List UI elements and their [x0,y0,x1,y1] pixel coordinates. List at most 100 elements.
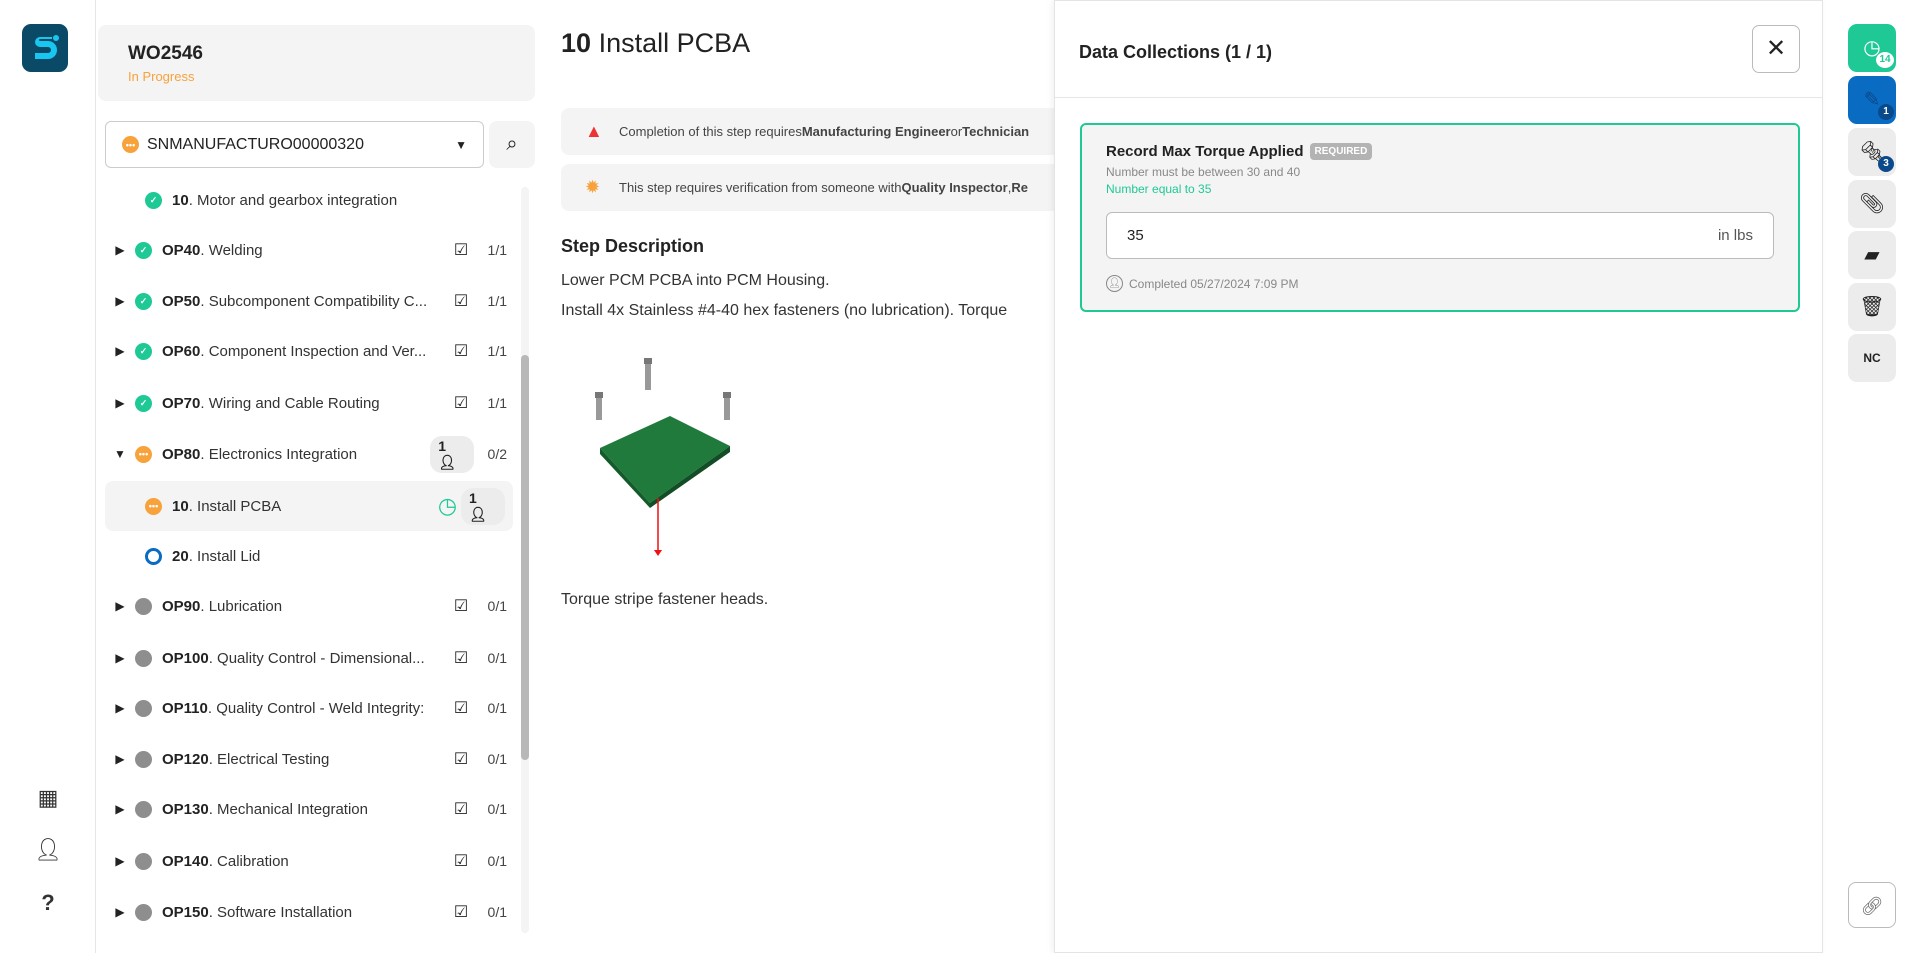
caret-right-icon[interactable]: ▶ [115,599,125,613]
field-label: Record Max Torque Applied [1106,143,1304,160]
attachments-button[interactable]: 📎︎ [1848,180,1896,228]
data-collection-icon: ☑ [453,700,469,717]
verification-alert: ✹ This step requires verification from s… [561,164,1061,211]
in-progress-icon: ••• [122,136,139,153]
caret-right-icon[interactable]: ▶ [115,651,125,665]
step-item[interactable]: ▶OP150. Software Installation☑0/1 [105,887,513,937]
status-pending-icon [135,800,152,818]
status-pending-icon [135,852,152,870]
data-collection-card: Record Max Torque Applied REQUIRED Number… [1080,123,1800,312]
work-order-header: WO2546 In Progress [98,25,535,101]
delete-button[interactable]: 🗑︎ [1848,283,1896,331]
description-line: Install 4x Stainless #4-40 hex fasteners… [561,302,1008,319]
step-progress-count: 0/1 [487,801,507,817]
completed-text: Completed 05/27/2024 7:09 PM [1129,276,1299,291]
panel-title: Data Collections (1 / 1) [1079,42,1273,62]
app-rail: ▦ 👤︎ ? [0,0,96,953]
step-item[interactable]: ▶OP100. Quality Control - Dimensional...… [105,633,513,683]
torque-value: 35 [1127,227,1144,244]
step-label: OP90. Lubrication [162,597,283,615]
data-collection-button[interactable]: ✎1 [1848,76,1896,124]
step-item[interactable]: ▶✓OP70. Wiring and Cable Routing☑1/1 [105,378,513,428]
status-complete-icon: ✓ [145,191,162,209]
status-in-progress-icon: ••• [145,497,162,515]
step-label: OP40. Welding [162,241,263,259]
status-pending-icon [135,750,152,768]
step-label: 10. Motor and gearbox integration [172,191,398,209]
user-avatar-icon: 👤︎ [1106,275,1123,292]
step-label: 20. Install Lid [172,547,261,565]
paperclip-icon: 📎︎ [1859,193,1885,215]
step-label: OP130. Mechanical Integration [162,800,368,818]
step-progress-count: 0/1 [487,904,507,920]
search-button[interactable]: ⌕ [489,121,535,168]
scrollbar-thumb[interactable] [521,355,529,760]
step-item[interactable]: •••10. Install PCBA◷1 👤︎ [105,481,513,531]
chevron-down-icon: ▼ [455,137,467,152]
data-collection-icon: ☑ [453,650,469,667]
caret-right-icon[interactable]: ▶ [115,701,125,715]
assigned-users-badge: 1 👤︎ [430,435,475,473]
user-icon[interactable]: 👤︎ [34,837,62,862]
status-pending-icon [135,699,152,717]
comments-button[interactable]: ▰ [1848,231,1896,279]
assigned-users-badge: 1 👤︎ [461,487,505,525]
step-description-heading: Step Description [561,236,705,256]
status-complete-icon: ✓ [135,342,152,360]
caret-right-icon[interactable]: ▶ [115,752,125,766]
app-logo[interactable] [22,24,68,72]
status-not-started-icon [145,547,162,565]
step-item[interactable]: ▶OP90. Lubrication☑0/1 [105,581,513,631]
data-collection-badge: 1 [1878,104,1894,120]
help-icon[interactable]: ? [41,890,55,915]
step-progress-count: 0/1 [487,853,507,869]
step-item[interactable]: ▶ OP130. Mechanical Integration ☑ 0/1 [105,784,513,834]
trash-icon: 🗑︎ [1859,296,1885,318]
screw-icon: 🔩︎ [1859,141,1885,163]
step-item[interactable]: ▶OP120. Electrical Testing☑0/1 [105,734,513,784]
step-progress-count: 1/1 [487,293,507,309]
caret-right-icon[interactable]: ▶ [115,243,125,257]
step-item[interactable]: ✓ 10. Motor and gearbox integration [105,175,513,225]
tools-button[interactable]: 🔩︎3 [1848,128,1896,176]
serial-select[interactable]: ••• SNMANUFACTURO00000320 ▼ [105,121,484,168]
caret-right-icon[interactable]: ▶ [115,344,125,358]
apps-grid-icon[interactable]: ▦ [37,785,59,810]
step-item[interactable]: ▶✓OP40. Welding☑1/1 [105,225,513,275]
status-in-progress-icon: ••• [135,445,152,463]
close-button[interactable]: ✕ [1752,25,1800,73]
caret-down-icon[interactable]: ▼ [114,447,126,461]
role-alert: ▲ Completion of this step requires Manuf… [561,108,1061,155]
step-label: OP150. Software Installation [162,903,353,921]
caret-right-icon[interactable]: ▶ [115,294,125,308]
step-item[interactable]: ▶✓OP60. Component Inspection and Ver...☑… [105,326,513,376]
data-collection-icon: ☑ [453,293,469,310]
timer-button[interactable]: ◷14 [1848,24,1896,72]
data-collection-icon: ☑ [453,242,469,259]
link-button[interactable]: 🔗︎ [1848,882,1896,928]
required-badge: REQUIRED [1309,143,1373,160]
timer-icon: ◷ [437,493,458,518]
data-collection-icon: ☑ [453,343,469,360]
search-icon: ⌕ [506,133,518,155]
step-item[interactable]: 20. Install Lid [105,531,513,581]
nc-button[interactable]: NC [1848,334,1896,382]
step-progress-count: 1/1 [487,395,507,411]
validation-message: Number equal to 35 [1106,182,1212,196]
caret-right-icon[interactable]: ▶ [115,802,125,816]
step-progress-count: 0/1 [487,700,507,716]
status-pending-icon [135,649,152,667]
caret-right-icon[interactable]: ▶ [115,905,125,919]
step-item[interactable]: ▶OP110. Quality Control - Weld Integrity… [105,683,513,733]
data-collection-icon: ☑ [453,395,469,412]
caret-right-icon[interactable]: ▶ [115,854,125,868]
caret-right-icon[interactable]: ▶ [115,396,125,410]
warning-icon: ▲ [585,121,603,141]
data-collection-icon: ☑ [453,751,469,768]
link-icon: 🔗︎ [1860,896,1884,916]
step-item[interactable]: ▶✓OP50. Subcomponent Compatibility C...☑… [105,276,513,326]
step-item[interactable]: ▶OP140. Calibration☑0/1 [105,836,513,886]
data-collection-icon: ☑ [453,801,469,818]
